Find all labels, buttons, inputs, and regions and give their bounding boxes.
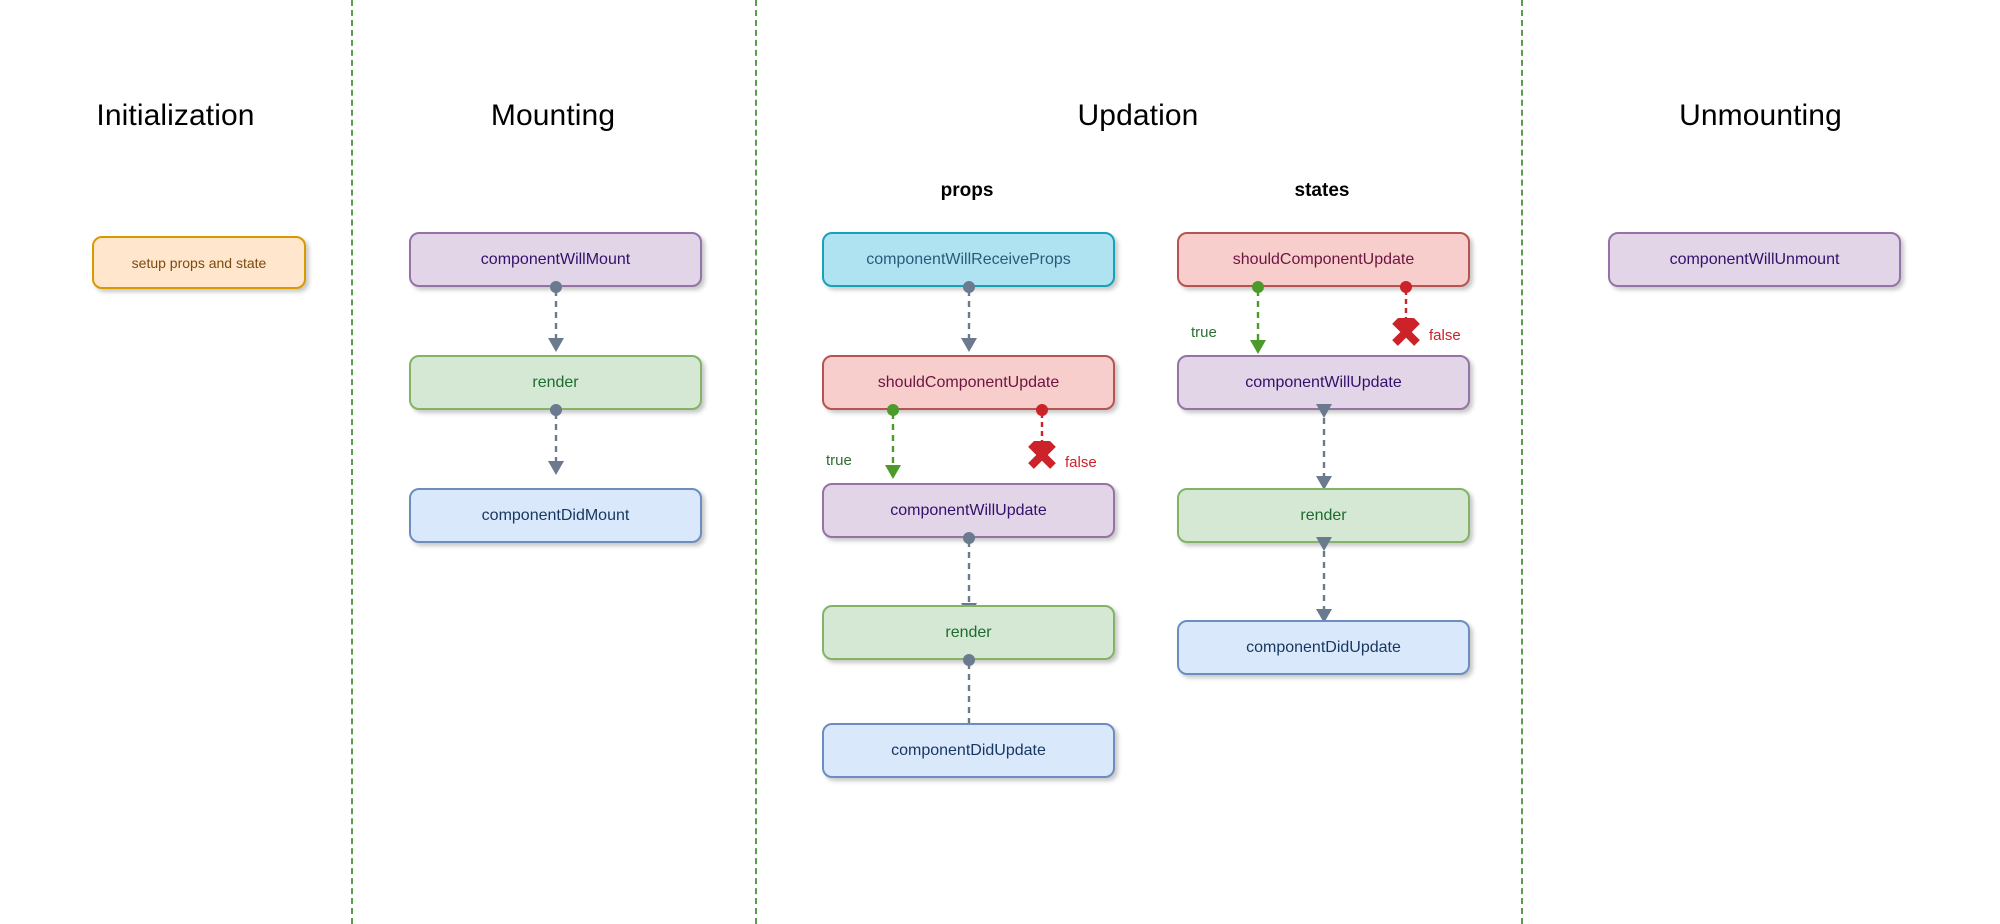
node-component-did-update-props[interactable]: componentDidUpdate bbox=[822, 723, 1115, 778]
phase-title-mounting: Mounting bbox=[490, 99, 616, 132]
node-should-component-update-states[interactable]: shouldComponentUpdate bbox=[1177, 232, 1470, 287]
connector-render-to-did-mount bbox=[540, 404, 572, 480]
connector-will-receive-props-to-should-update bbox=[953, 281, 985, 357]
branch-label-props-true: true bbox=[826, 452, 852, 469]
node-render-mounting[interactable]: render bbox=[409, 355, 702, 410]
subheading-states: states bbox=[1294, 180, 1350, 201]
connector-will-mount-to-render bbox=[540, 281, 572, 357]
node-render-states[interactable]: render bbox=[1177, 488, 1470, 543]
node-component-will-unmount[interactable]: componentWillUnmount bbox=[1608, 232, 1901, 287]
node-component-will-receive-props[interactable]: componentWillReceiveProps bbox=[822, 232, 1115, 287]
node-render-props[interactable]: render bbox=[822, 605, 1115, 660]
node-component-will-update-states[interactable]: componentWillUpdate bbox=[1177, 355, 1470, 410]
phase-title-updation: Updation bbox=[1077, 99, 1199, 132]
branch-label-states-false: false bbox=[1429, 327, 1461, 344]
node-component-will-mount[interactable]: componentWillMount bbox=[409, 232, 702, 287]
connector-states-true-branch bbox=[1242, 281, 1274, 360]
connector-props-true-branch bbox=[877, 404, 909, 485]
node-should-component-update-props[interactable]: shouldComponentUpdate bbox=[822, 355, 1115, 410]
branch-label-props-false: false bbox=[1065, 454, 1097, 471]
node-component-will-update-props[interactable]: componentWillUpdate bbox=[822, 483, 1115, 538]
divider-initialization-mounting bbox=[351, 0, 353, 924]
divider-updation-unmounting bbox=[1521, 0, 1523, 924]
connector-will-update-to-render-states bbox=[1308, 404, 1340, 496]
node-component-did-update-states[interactable]: componentDidUpdate bbox=[1177, 620, 1470, 675]
phase-title-unmounting: Unmounting bbox=[1679, 99, 1842, 132]
node-component-did-mount[interactable]: componentDidMount bbox=[409, 488, 702, 543]
connector-render-to-did-update-states bbox=[1308, 537, 1340, 629]
branch-label-states-true: true bbox=[1191, 324, 1217, 341]
divider-mounting-updation bbox=[755, 0, 757, 924]
subheading-props: props bbox=[940, 180, 994, 201]
phase-title-initialization: Initialization bbox=[96, 99, 255, 132]
node-setup-props-and-state[interactable]: setup props and state bbox=[92, 236, 306, 289]
